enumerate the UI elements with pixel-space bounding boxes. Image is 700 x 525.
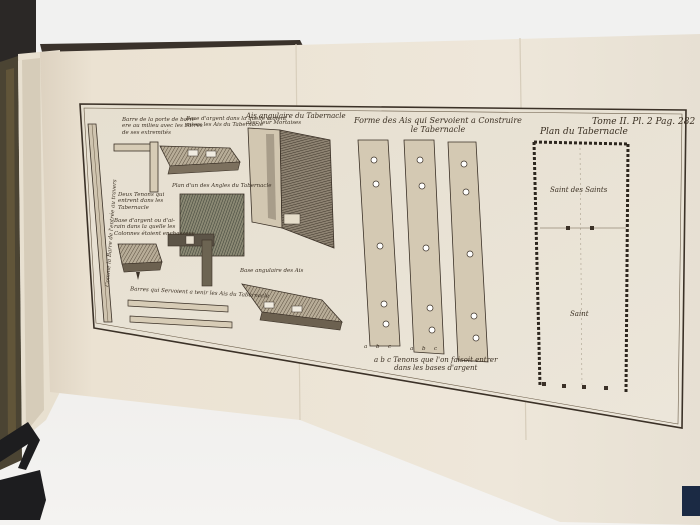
label-base-argent: Base d'argent dans la quelle étoient mis… [186, 116, 287, 129]
label-tenons-caption: a b c Tenons que l'on faisoit entrer dan… [374, 356, 498, 373]
book-cover-back [0, 0, 36, 62]
board-2 [403, 139, 445, 355]
label-forme-ais: Forme des Ais qui Servoient a Construire… [354, 116, 522, 135]
horizontal-barres [127, 299, 233, 329]
label-ais-angulaire: Ais angulaire du Tabernacle avec leur Mo… [246, 112, 346, 127]
label-saint-des-saints: Saint des Saints [550, 186, 608, 194]
label-barres-porte: Barre de la porte de barri- ere au milie… [122, 117, 203, 136]
corner-board [247, 127, 335, 249]
board-1 [357, 139, 401, 347]
crossbar-top [113, 143, 155, 152]
stand-foot [682, 486, 700, 516]
label-base-angulaire: Base angulaire des Ais [240, 268, 304, 274]
label-saint: Saint [570, 310, 589, 318]
label-base-colonnes: Base d'argent ou d'ai- rain dans la quel… [114, 218, 195, 237]
corner-base [241, 283, 344, 331]
label-plan-tabernacle: Plan du Tabernacle [540, 127, 628, 137]
board-3 [447, 141, 489, 363]
tabernacle-plan [532, 140, 630, 393]
page-reference: Tome II. Pl. 2 Pag. 282 [592, 117, 696, 127]
corner-plan [167, 193, 245, 287]
silver-base-top [159, 145, 241, 175]
small-silver-base [117, 243, 163, 280]
label-deux-tenons: Deux Tenons qui entrent dans les Taberna… [118, 192, 165, 211]
book-stand [0, 422, 40, 470]
label-plan-angles: Plan d'un des Angles du Tabernacle [172, 183, 272, 189]
